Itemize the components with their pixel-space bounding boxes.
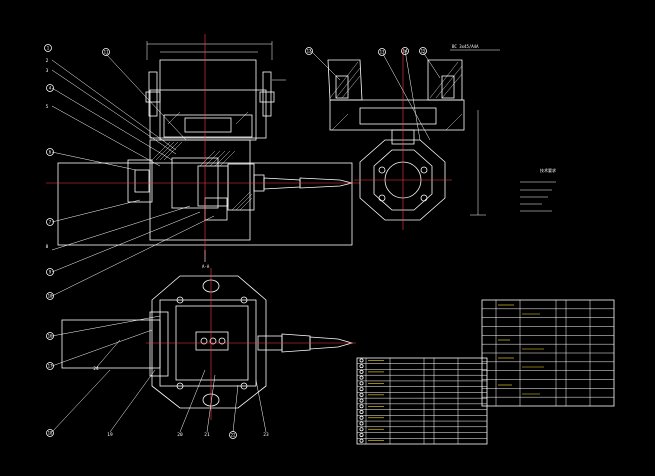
side-view-balloons: 12 13 14 15 xyxy=(305,47,427,56)
balloon-11: 11 xyxy=(102,48,110,56)
balloon-23: 23 xyxy=(263,432,269,438)
part-index-mark xyxy=(359,421,364,426)
balloon-22: 22 xyxy=(229,431,237,439)
balloon-5: 5 xyxy=(46,104,49,110)
balloon-20: 20 xyxy=(177,432,183,438)
notes-heading: 技术要求 xyxy=(540,167,556,173)
svg-text:14: 14 xyxy=(403,49,408,54)
svg-text:9: 9 xyxy=(49,270,52,275)
balloon-19: 19 xyxy=(107,432,113,438)
svg-text:21: 21 xyxy=(204,432,210,438)
title-block-rows xyxy=(482,308,614,398)
balloon-8: 8 xyxy=(46,244,49,250)
balloon-10: 10 xyxy=(46,292,54,300)
part-index-mark xyxy=(359,415,364,420)
parts-list-entries xyxy=(359,358,384,443)
balloon-18: 18 xyxy=(46,429,54,437)
svg-text:6: 6 xyxy=(49,150,52,155)
part-index-mark xyxy=(359,381,364,386)
balloon-12: 12 xyxy=(305,47,313,55)
part-index-mark xyxy=(359,432,364,437)
part-index-mark xyxy=(359,438,364,443)
svg-text:12: 12 xyxy=(307,49,312,54)
part-index-mark xyxy=(359,392,364,397)
svg-text:19: 19 xyxy=(107,432,113,438)
svg-text:10: 10 xyxy=(48,294,53,299)
parts-list xyxy=(356,357,488,445)
balloon-3: 3 xyxy=(46,68,49,74)
parts-list-rows xyxy=(357,363,487,439)
balloon-1: 1 xyxy=(44,44,52,52)
balloon-24: 24 xyxy=(93,366,99,372)
balloon-13: 13 xyxy=(378,48,386,56)
balloon-2: 2 xyxy=(46,58,49,64)
svg-text:23: 23 xyxy=(263,432,269,438)
svg-text:16: 16 xyxy=(48,334,53,339)
part-index-mark xyxy=(359,375,364,380)
svg-text:20: 20 xyxy=(177,432,183,438)
svg-text:3: 3 xyxy=(46,68,49,74)
svg-text:7: 7 xyxy=(49,220,52,225)
balloon-6: 6 xyxy=(46,148,54,156)
front-hatching xyxy=(151,111,253,211)
part-index-mark xyxy=(359,410,364,415)
front-view xyxy=(46,34,360,297)
svg-text:13: 13 xyxy=(380,50,385,55)
svg-text:24: 24 xyxy=(93,366,99,372)
svg-text:5: 5 xyxy=(46,104,49,110)
side-view-label: BC 3x45/A4A xyxy=(452,44,479,49)
svg-text:18: 18 xyxy=(48,431,53,436)
balloon-16: 16 xyxy=(46,332,54,340)
part-index-mark xyxy=(359,364,364,369)
balloon-14: 14 xyxy=(401,47,409,55)
plan-view-balloons: 16 17 18 19 20 21 22 23 24 xyxy=(46,332,269,439)
balloon-7: 7 xyxy=(46,218,54,226)
side-hatching xyxy=(329,61,463,131)
part-index-mark xyxy=(359,369,364,374)
title-block-entries xyxy=(498,304,544,395)
balloon-21: 21 xyxy=(204,432,210,438)
technical-notes: 技术要求 xyxy=(520,167,556,212)
section-mark: A-A xyxy=(202,264,210,269)
part-index-mark xyxy=(359,398,364,403)
svg-text:22: 22 xyxy=(231,433,236,438)
part-index-mark xyxy=(359,387,364,392)
balloon-17: 17 xyxy=(46,362,54,370)
part-index-mark xyxy=(359,404,364,409)
svg-text:11: 11 xyxy=(104,50,109,55)
svg-text:8: 8 xyxy=(46,244,49,250)
balloon-4: 4 xyxy=(46,84,54,92)
svg-text:2: 2 xyxy=(46,58,49,64)
part-index-mark xyxy=(359,358,364,363)
plan-view: A-A xyxy=(51,264,356,433)
side-view: BC 3x45/A4A xyxy=(309,44,500,230)
svg-text:4: 4 xyxy=(49,86,52,91)
title-block xyxy=(481,299,615,407)
svg-text:1: 1 xyxy=(47,46,50,51)
svg-text:15: 15 xyxy=(421,49,426,54)
front-view-balloons: 1 2 3 4 5 6 7 8 9 10 11 xyxy=(44,44,110,300)
part-index-mark xyxy=(359,427,364,432)
balloon-15: 15 xyxy=(419,47,427,55)
balloon-9: 9 xyxy=(46,268,54,276)
svg-text:17: 17 xyxy=(48,364,53,369)
